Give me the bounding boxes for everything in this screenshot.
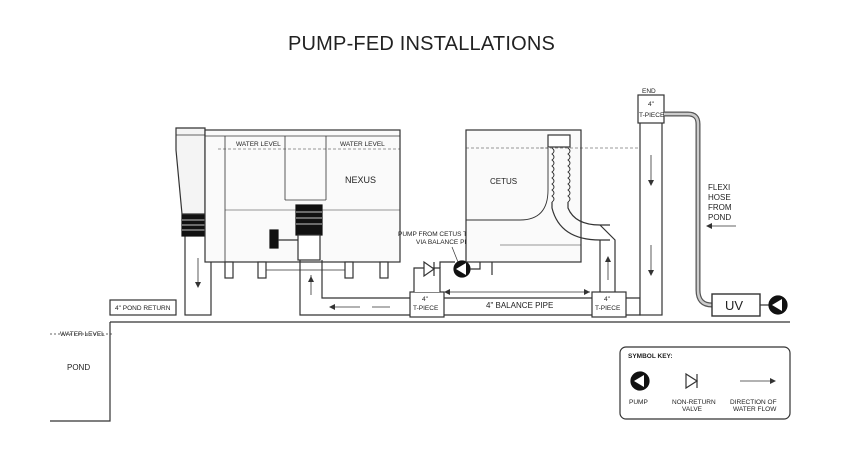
left-tpiece-label-1: 4" bbox=[422, 296, 429, 303]
balance-pipe: 4" BALANCE PIPE bbox=[444, 289, 592, 316]
key-direction-label-2: WATER FLOW bbox=[733, 406, 777, 413]
flexi-hose: FLEXI HOSE FROM POND bbox=[664, 111, 736, 308]
nexus-water-level-a: WATER LEVEL bbox=[236, 141, 281, 148]
left-t-piece: 4" T-PIECE bbox=[409, 267, 445, 318]
flexi-label-4: POND bbox=[708, 213, 731, 222]
right-tpiece-label-1: 4" bbox=[604, 296, 611, 303]
cetus-to-nexus-pump: PUMP FROM CETUS TO NEXUS VIA BALANCE PIP… bbox=[398, 231, 499, 278]
flexi-label-3: FROM bbox=[708, 203, 732, 212]
symbol-key-heading: SYMBOL KEY: bbox=[628, 353, 673, 360]
key-valve-label-2: VALVE bbox=[682, 406, 703, 413]
cetus-unit: CETUS bbox=[465, 129, 616, 292]
end-label: END bbox=[642, 88, 656, 95]
nexus-outlet-pipe bbox=[299, 260, 410, 316]
uv-unit: UV bbox=[711, 293, 788, 317]
key-direction-label-1: DIRECTION OF bbox=[730, 399, 777, 406]
pump-from-cetus-label-1: PUMP FROM CETUS TO NEXUS bbox=[398, 231, 497, 238]
left-tpiece-label-2: T-PIECE bbox=[413, 305, 439, 312]
riser-pipe: END 4" T-PIECE bbox=[540, 88, 665, 316]
nexus-unit: WATER LEVEL WATER LEVEL NEXUS bbox=[204, 129, 401, 279]
cetus-label: CETUS bbox=[490, 177, 517, 186]
balance-pipe-label: 4" BALANCE PIPE bbox=[486, 301, 553, 310]
right-t-piece: 4" T-PIECE bbox=[591, 291, 641, 318]
key-pump-label: PUMP bbox=[629, 399, 648, 406]
flexi-label-1: FLEXI bbox=[708, 183, 730, 192]
pond-return: 4" POND RETURN bbox=[109, 127, 215, 316]
pond-label: POND bbox=[67, 363, 90, 372]
uv-label: UV bbox=[725, 298, 743, 313]
pump-from-cetus-label-2: VIA BALANCE PIPE bbox=[416, 239, 476, 246]
non-return-valve-icon bbox=[685, 372, 699, 390]
ground-and-pond: WATER LEVEL POND bbox=[50, 321, 790, 422]
pond-water-level-label: WATER LEVEL bbox=[60, 331, 105, 338]
nexus-label: NEXUS bbox=[345, 175, 376, 185]
flexi-label-2: HOSE bbox=[708, 193, 731, 202]
pond-return-label: 4" POND RETURN bbox=[115, 305, 171, 312]
top-tpiece-label-1: 4" bbox=[648, 101, 655, 108]
symbol-key: SYMBOL KEY: PUMP NON-RETURN VALVE DIRECT… bbox=[619, 346, 791, 420]
nexus-water-level-b: WATER LEVEL bbox=[340, 141, 385, 148]
top-tpiece-label-2: T-PIECE bbox=[639, 112, 665, 119]
diagram-title: PUMP-FED INSTALLATIONS bbox=[287, 33, 556, 55]
right-tpiece-label-2: T-PIECE bbox=[595, 305, 621, 312]
flow-arrow-icon bbox=[740, 378, 776, 384]
key-valve-label-1: NON-RETURN bbox=[672, 399, 716, 406]
